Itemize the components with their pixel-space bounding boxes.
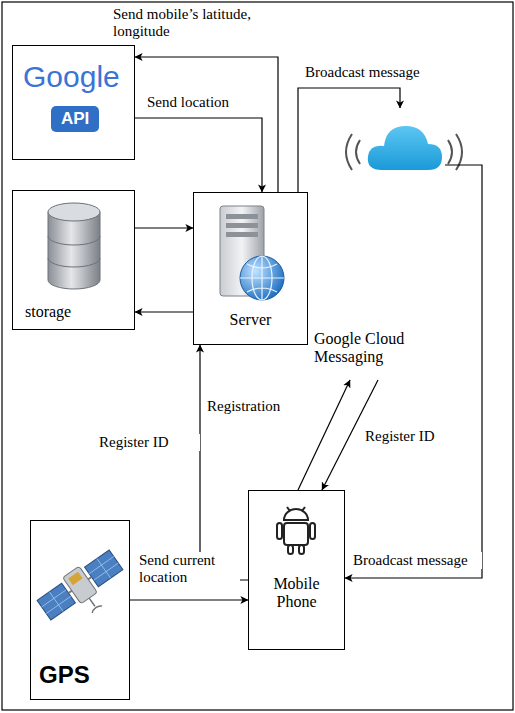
edge-label: Send current location (138, 552, 240, 587)
satellite-icon (35, 547, 133, 635)
cloud-node: Google Cloud Messaging (312, 108, 445, 380)
phone-box: Mobile Phone (248, 490, 345, 650)
storage-box: storage (12, 190, 135, 330)
database-icon (48, 203, 100, 289)
node-text: Mobile Phone (262, 575, 332, 612)
arrow-connector (135, 227, 193, 228)
edge-label: Register ID (364, 428, 466, 445)
server-box: Server (193, 192, 308, 345)
arrow-connector (200, 345, 248, 580)
edge-label: Send location (146, 94, 258, 111)
node-text: Server (194, 311, 307, 329)
arrow-connector (345, 165, 482, 578)
cloud-icon (346, 126, 462, 170)
edge-label: Broadcast message (304, 64, 446, 81)
api-box: GoogleAPI (12, 45, 135, 160)
arrow-connector (135, 57, 278, 192)
node-text: storage (25, 303, 71, 321)
edge-label: Broadcast message (352, 552, 482, 569)
edge-label: Send mobile’s latitude, longitude (112, 6, 264, 41)
edge-label: Register ID (98, 434, 200, 451)
arrow-connector (135, 118, 262, 192)
edge-label: Registration (206, 398, 308, 415)
android-icon (277, 507, 315, 554)
node-text: Google (23, 60, 120, 95)
arrow-connector (135, 311, 193, 312)
arrow-connector (298, 88, 400, 192)
server-icon (220, 206, 284, 300)
gps-box: GPS (30, 520, 130, 700)
arrow-connector (298, 380, 350, 490)
arrow-connector (130, 599, 248, 600)
node-text: API (51, 106, 99, 132)
node-text: Google Cloud Messaging (314, 330, 432, 367)
node-text: GPS (39, 661, 90, 689)
